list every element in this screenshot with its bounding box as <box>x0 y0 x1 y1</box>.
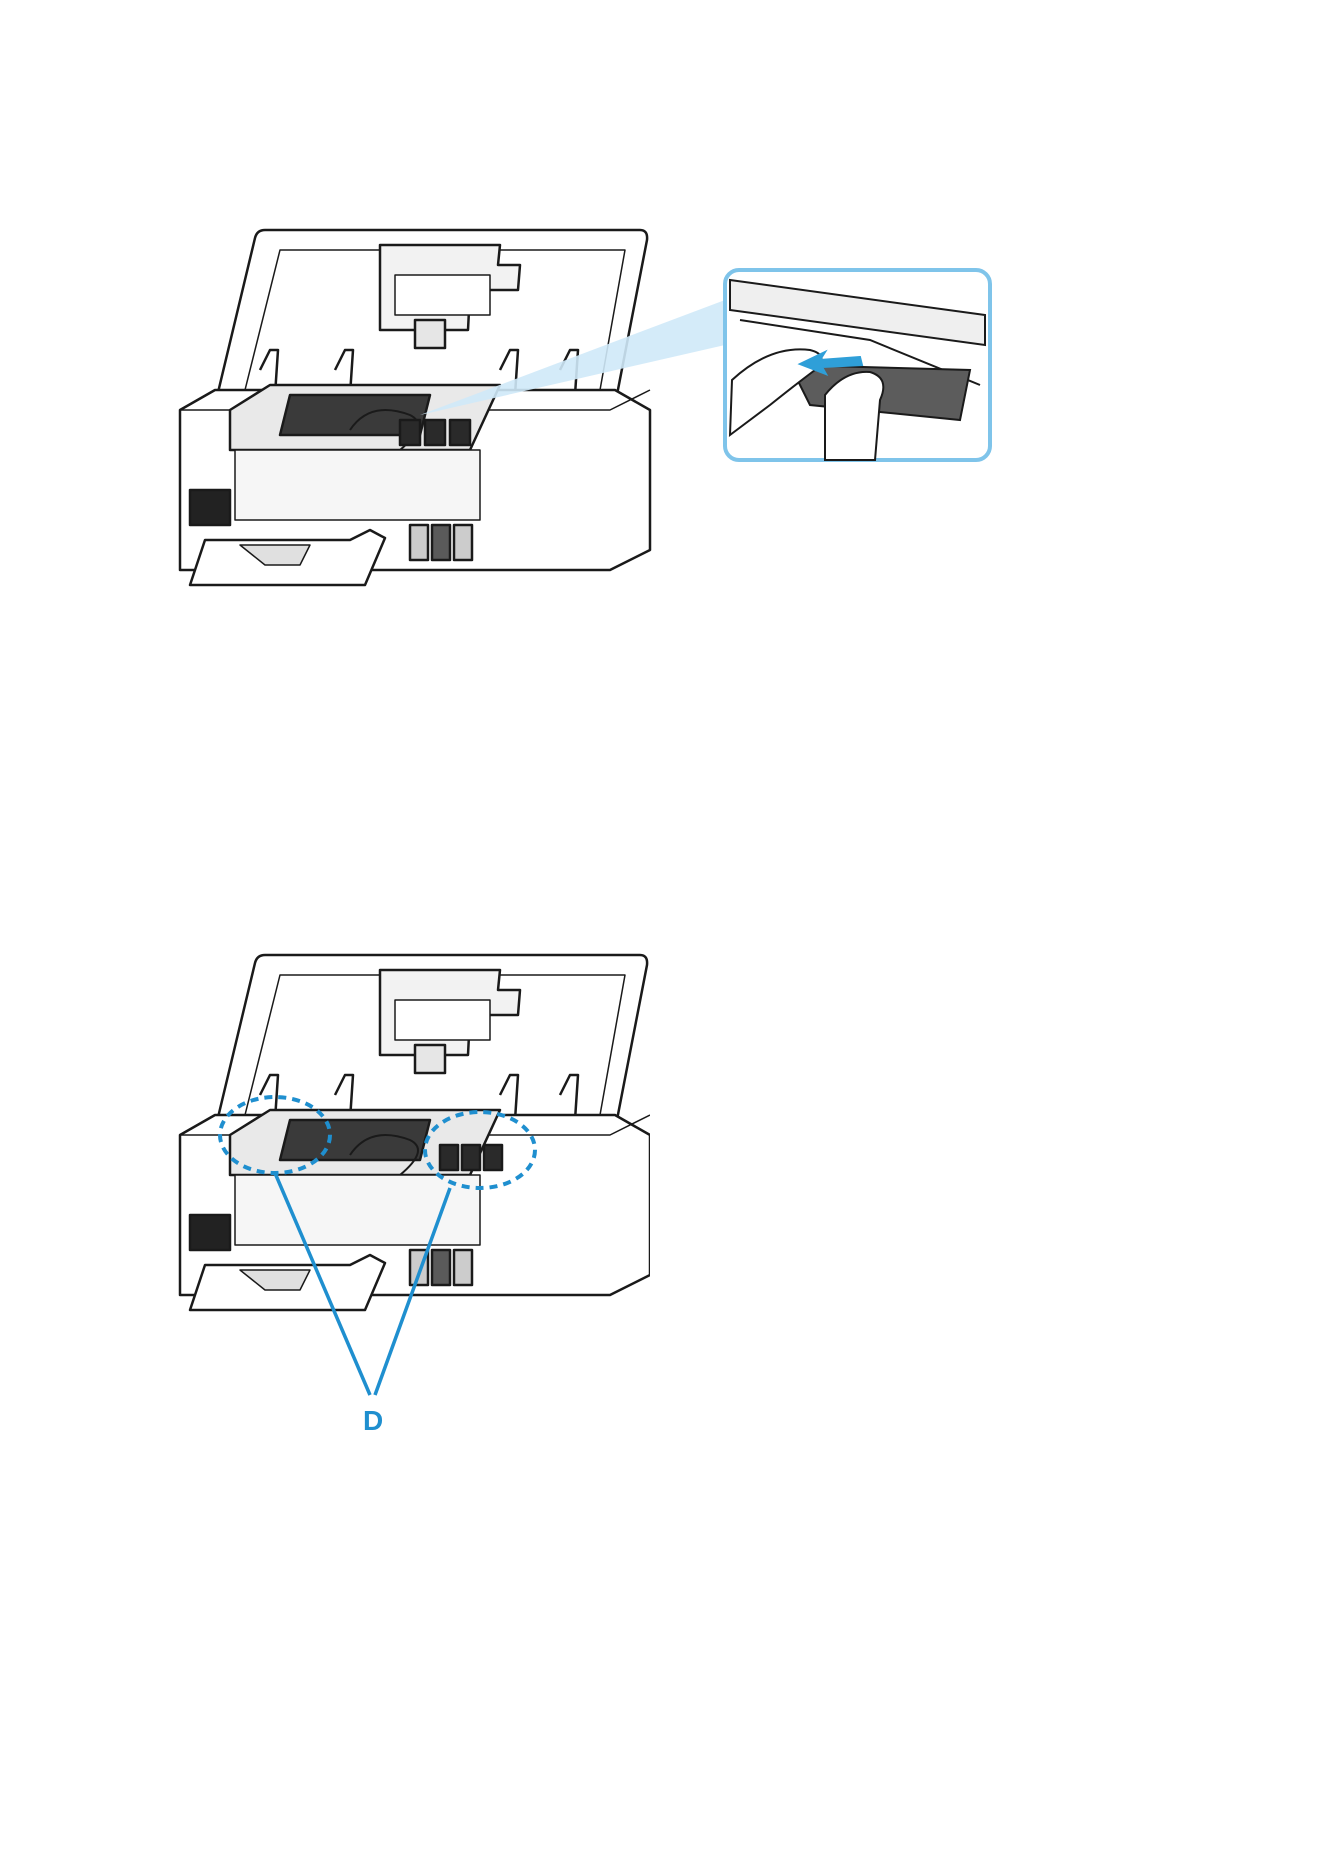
jam-removal-illustration <box>170 220 1000 680</box>
magnified-callout <box>725 270 990 460</box>
printer-open-cover-illustration <box>180 230 650 585</box>
printer-open-cover-illustration <box>180 955 650 1310</box>
check-locations-illustration: D <box>170 945 650 1455</box>
location-label-d: D <box>363 1405 383 1436</box>
